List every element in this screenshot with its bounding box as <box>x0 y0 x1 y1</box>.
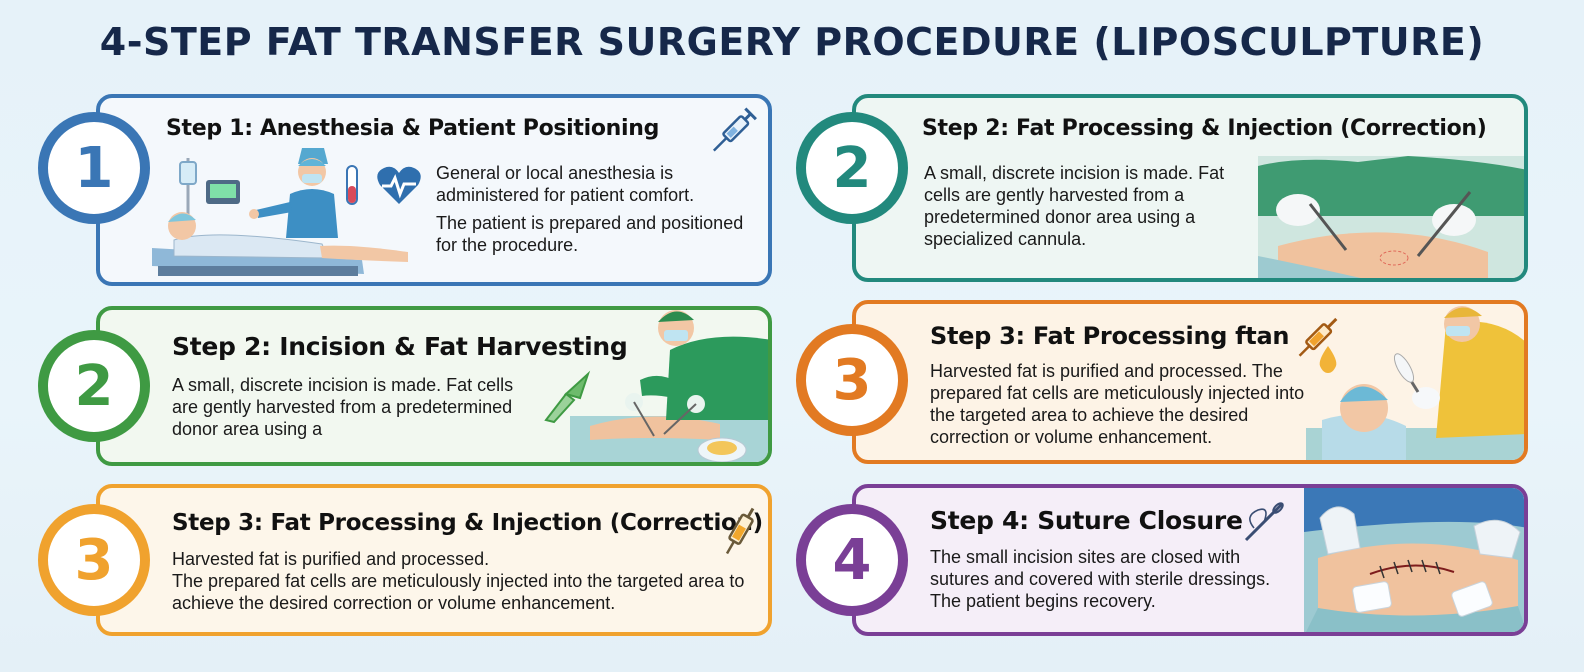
step-3-fat-processing-text: Harvested fat is purified and processed.… <box>930 360 1310 448</box>
step-3-fat-processing-para-1: Harvested fat is purified and processed.… <box>930 361 1305 447</box>
step-1-heading: Step 1: Anesthesia & Patient Positioning <box>166 116 660 141</box>
step-4-para-1: The small incision sites are closed with… <box>930 547 1271 611</box>
fat-injection-illustration <box>1258 156 1524 278</box>
step-3-fat-processing-heading: Step 3: Fat Processing ftan <box>930 322 1290 350</box>
step-3-fat-processing-card: Step 3: Fat Processing ftan Harvested fa… <box>852 300 1528 464</box>
step-2-harvest-number-circle: 2 <box>38 330 150 442</box>
patient-positioning-illustration <box>152 148 408 276</box>
step-3-fat-processing-number-circle: 3 <box>796 324 908 436</box>
step-4-text: The small incision sites are closed with… <box>930 546 1300 612</box>
step-4-number-circle: 4 <box>796 504 908 616</box>
syringe-icon <box>712 107 757 152</box>
syringe-icon <box>725 507 755 555</box>
step-2-injection-heading: Step 2: Fat Processing & Injection (Corr… <box>922 116 1487 141</box>
step-2-injection-number-circle: 2 <box>796 112 908 224</box>
step-4-card: Step 4: Suture Closure The small incisio… <box>852 484 1528 636</box>
step-3-processing-heading: Step 3: Fat Processing & Injection (Corr… <box>172 510 763 536</box>
step-3-processing-card: Step 3: Fat Processing & Injection (Corr… <box>96 484 772 636</box>
step-4-heading: Step 4: Suture Closure <box>930 506 1243 535</box>
fat-drop-icon <box>1319 346 1337 373</box>
step-2-harvest-heading: Step 2: Incision & Fat Harvesting <box>172 332 628 361</box>
test-tube-icon <box>346 165 358 205</box>
step-2-injection-card: Step 2: Fat Processing & Injection (Corr… <box>852 94 1528 282</box>
scalpel-icon <box>544 370 591 424</box>
step-3-processing-para-1: Harvested fat is purified and processed. <box>172 549 490 569</box>
step-2-harvest-text: A small, discrete incision is made. Fat … <box>172 374 522 440</box>
suture-closure-illustration <box>1304 488 1524 632</box>
page-title: 4-STEP FAT TRANSFER SURGERY PROCEDURE (L… <box>99 20 1485 64</box>
step-2-injection-text: A small, discrete incision is made. Fat … <box>924 162 1254 250</box>
step-3-processing-text: Harvested fat is purified and processed.… <box>172 548 762 614</box>
step-2-injection-para-1: A small, discrete incision is made. Fat … <box>924 163 1225 249</box>
step-1-para-2: The patient is prepared and positioned f… <box>436 213 744 255</box>
step-1-number-circle: 1 <box>38 112 150 224</box>
syringe-icon <box>1298 317 1338 357</box>
heart-pulse-icon <box>377 166 421 204</box>
step-2-harvest-para-1: A small, discrete incision is made. Fat … <box>172 375 514 439</box>
suture-needle-icon <box>1244 502 1284 542</box>
step-2-harvest-card: Step 2: Incision & Fat Harvesting A smal… <box>96 306 772 466</box>
step-3-processing-number-circle: 3 <box>38 504 150 616</box>
step-1-para-1: General or local anesthesia is administe… <box>436 163 695 205</box>
step-3-processing-para-2: The prepared fat cells are meticulously … <box>172 571 745 613</box>
fat-harvesting-illustration <box>570 310 768 462</box>
step-1-card: Step 1: Anesthesia & Patient Positioning… <box>96 94 772 286</box>
step-1-text: General or local anesthesia is administe… <box>436 162 756 256</box>
fat-injection-face-illustration <box>1306 306 1524 460</box>
